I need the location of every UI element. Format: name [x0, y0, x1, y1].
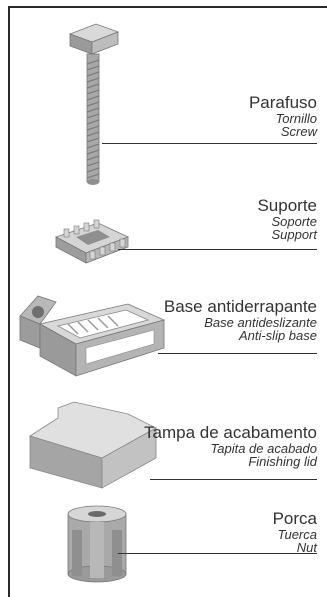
part-anti-slip-base: Base antiderrapante Base antideslizante …: [0, 280, 327, 390]
screw-name-es: Tornillo: [275, 110, 317, 126]
anti-slip-base-name-pt: Base antiderrapante: [163, 297, 317, 316]
screw-label: Parafuso Tornillo Screw: [249, 94, 317, 139]
frame-top-border: [8, 6, 327, 8]
nut-name-es: Tuerca: [277, 526, 318, 542]
support-name-es: Soporte: [271, 213, 317, 229]
nut-label: Porca Tuerca Nut: [273, 510, 317, 555]
support-name-pt: Suporte: [257, 196, 317, 215]
screw-leader-line: [102, 143, 317, 144]
finishing-lid-leader-line: [150, 479, 317, 480]
part-support: Suporte Soporte Support: [0, 195, 327, 280]
anti-slip-base-leader-line: [158, 353, 317, 354]
screw-name-pt: Parafuso: [248, 93, 317, 112]
nut-name-pt: Porca: [272, 509, 317, 528]
anti-slip-base-name-en: Anti-slip base: [238, 328, 317, 344]
finishing-lid-name-pt: Tampa de acabamento: [144, 423, 317, 442]
finishing-lid-icon: [29, 401, 157, 489]
finishing-lid-label: Tampa de acabamento Tapita de acabado Fi…: [144, 424, 317, 469]
part-nut: Porca Tuerca Nut: [0, 490, 327, 597]
anti-slip-base-icon: [19, 295, 166, 377]
support-label: Suporte Soporte Support: [257, 197, 317, 242]
part-finishing-lid: Tampa de acabamento Tapita de acabado Fi…: [0, 390, 327, 490]
anti-slip-base-label: Base antiderrapante Base antideslizante …: [164, 298, 317, 343]
support-leader-line: [118, 249, 317, 250]
finishing-lid-name-en: Finishing lid: [248, 454, 317, 470]
screw-name-en: Screw: [280, 124, 317, 140]
frame-left-border: [8, 6, 10, 597]
nut-leader-line: [118, 553, 317, 554]
anti-slip-base-name-es: Base antideslizante: [204, 314, 317, 330]
nut-name-en: Nut: [296, 540, 317, 556]
screw-icon: [68, 23, 120, 185]
nut-icon: [67, 505, 127, 583]
support-icon: [54, 219, 130, 264]
finishing-lid-name-es: Tapita de acabado: [210, 440, 317, 456]
support-name-en: Support: [271, 227, 317, 243]
part-screw: Parafuso Tornillo Screw: [0, 0, 327, 195]
